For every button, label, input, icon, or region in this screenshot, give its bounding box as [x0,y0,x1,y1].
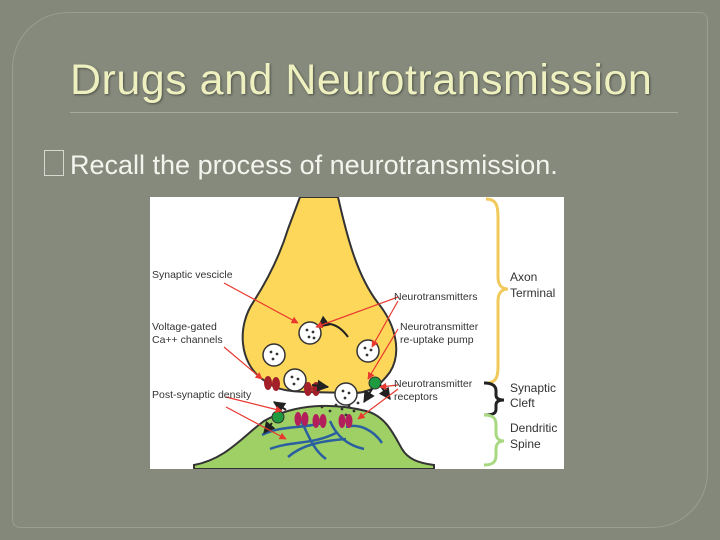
bracket-synaptic-cleft [483,381,505,417]
region-axon-line1: Axon [510,270,537,284]
label-receptors-line2: receptors [394,391,438,403]
bracket-axon-terminal [485,197,509,385]
synapse-svg: Synaptic vescicle Voltage-gated Ca++ cha… [152,197,557,469]
pointer-arrows [223,282,399,440]
label-voltage-gated-line1: Voltage-gated [152,321,217,333]
label-post-synaptic-density: Post-synaptic density [152,389,252,401]
label-neurotransmitters: Neurotransmitters [394,291,477,303]
reuptake-pumps [271,376,382,424]
released-neurotransmitters [320,401,360,417]
bullet-point: Recall the process of neurotransmission. [44,150,558,181]
bullet-text: Recall the process of neurotransmission. [70,150,558,180]
region-cleft-line2: Cleft [510,396,535,410]
region-axon-line2: Terminal [510,286,555,300]
label-voltage-gated-line2: Ca++ channels [152,334,223,346]
vesicle-dots [269,328,373,400]
neurotransmitter-receptors [294,412,353,428]
bracket-dendritic-spine [483,413,505,467]
label-receptors-line1: Neurotransmitter [394,378,473,390]
region-cleft-line1: Synaptic [510,381,556,395]
dendritic-spine-shape [193,404,435,469]
label-reuptake-line2: re-uptake pump [400,334,474,346]
bullet-box-icon [44,150,64,176]
region-dendritic-line1: Dendritic [510,421,557,435]
slide-title: Drugs and Neurotransmission [70,56,653,104]
axon-terminal-shape [241,197,398,395]
synaptic-vesicles [262,321,380,406]
title-divider [70,112,678,113]
synapse-diagram: Synaptic vescicle Voltage-gated Ca++ cha… [150,197,564,469]
region-dendritic-line2: Spine [510,437,541,451]
label-synaptic-vesicle: Synaptic vescicle [152,269,233,281]
label-reuptake-line1: Neurotransmitter [400,321,479,333]
